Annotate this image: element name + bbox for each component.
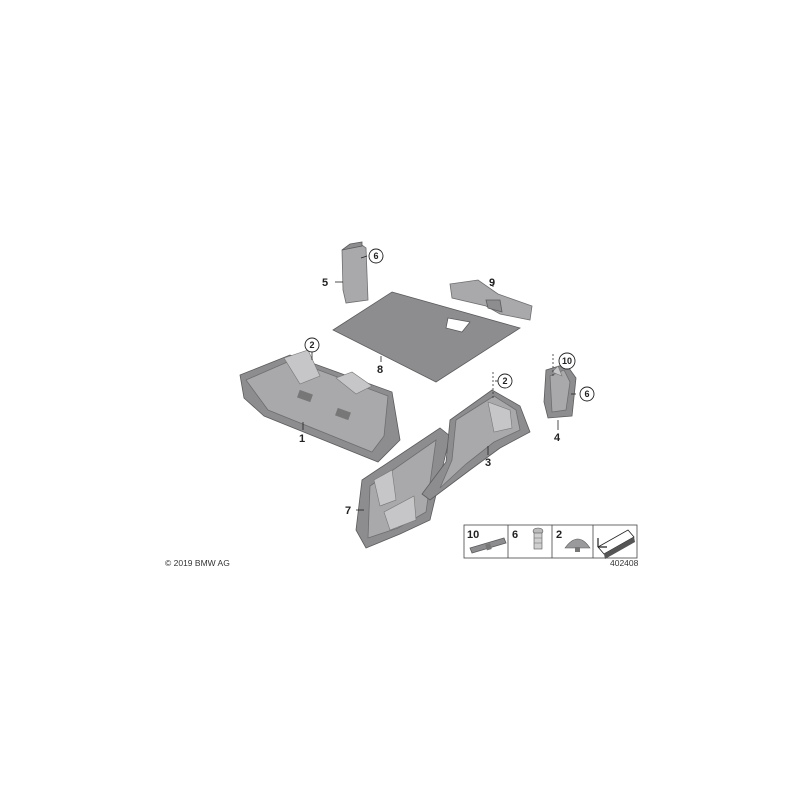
part-9 (449, 279, 533, 321)
svg-text:2: 2 (502, 376, 507, 386)
callout-1: 1 (299, 433, 305, 445)
callout-8: 8 (377, 364, 383, 376)
part-3 (421, 389, 531, 501)
part-1 (239, 349, 401, 463)
legend-item-6: 6 (512, 527, 544, 550)
arrow-symbol (597, 529, 635, 559)
svg-text:2: 2 (309, 340, 314, 350)
svg-text:6: 6 (584, 389, 589, 399)
callout-10: 10 (558, 352, 576, 370)
part-7 (355, 427, 451, 549)
legend-item-10: 10 (467, 529, 507, 554)
svg-text:6: 6 (512, 529, 518, 541)
legend-item-2: 2 (556, 529, 591, 552)
svg-text:9: 9 (489, 277, 495, 289)
part-8 (332, 291, 521, 383)
svg-text:4: 4 (554, 432, 561, 444)
svg-text:2: 2 (556, 529, 562, 541)
callout-7: 7 (345, 505, 351, 517)
callout-5: 5 (322, 277, 328, 289)
svg-text:10: 10 (467, 529, 479, 541)
callout-2b: 2 (497, 373, 513, 389)
small-parts-legend: 10 6 2 (463, 524, 638, 559)
callout-9: 9 (489, 277, 495, 289)
svg-text:3: 3 (485, 457, 491, 469)
diagram-id: 402408 (610, 558, 639, 568)
leader-lines (302, 255, 576, 511)
copyright-text: © 2019 BMW AG (165, 558, 230, 568)
callout-2a: 2 (304, 337, 320, 353)
svg-text:7: 7 (345, 505, 351, 517)
svg-text:5: 5 (322, 277, 328, 289)
svg-text:1: 1 (299, 433, 305, 445)
callout-6b: 6 (579, 386, 595, 402)
callout-4: 4 (554, 432, 561, 444)
svg-text:6: 6 (373, 251, 378, 261)
callout-3: 3 (485, 457, 491, 469)
part-5 (341, 241, 369, 304)
part-4 (543, 363, 577, 419)
callout-6a: 6 (368, 248, 384, 264)
svg-text:8: 8 (377, 364, 383, 376)
svg-text:10: 10 (562, 356, 572, 366)
